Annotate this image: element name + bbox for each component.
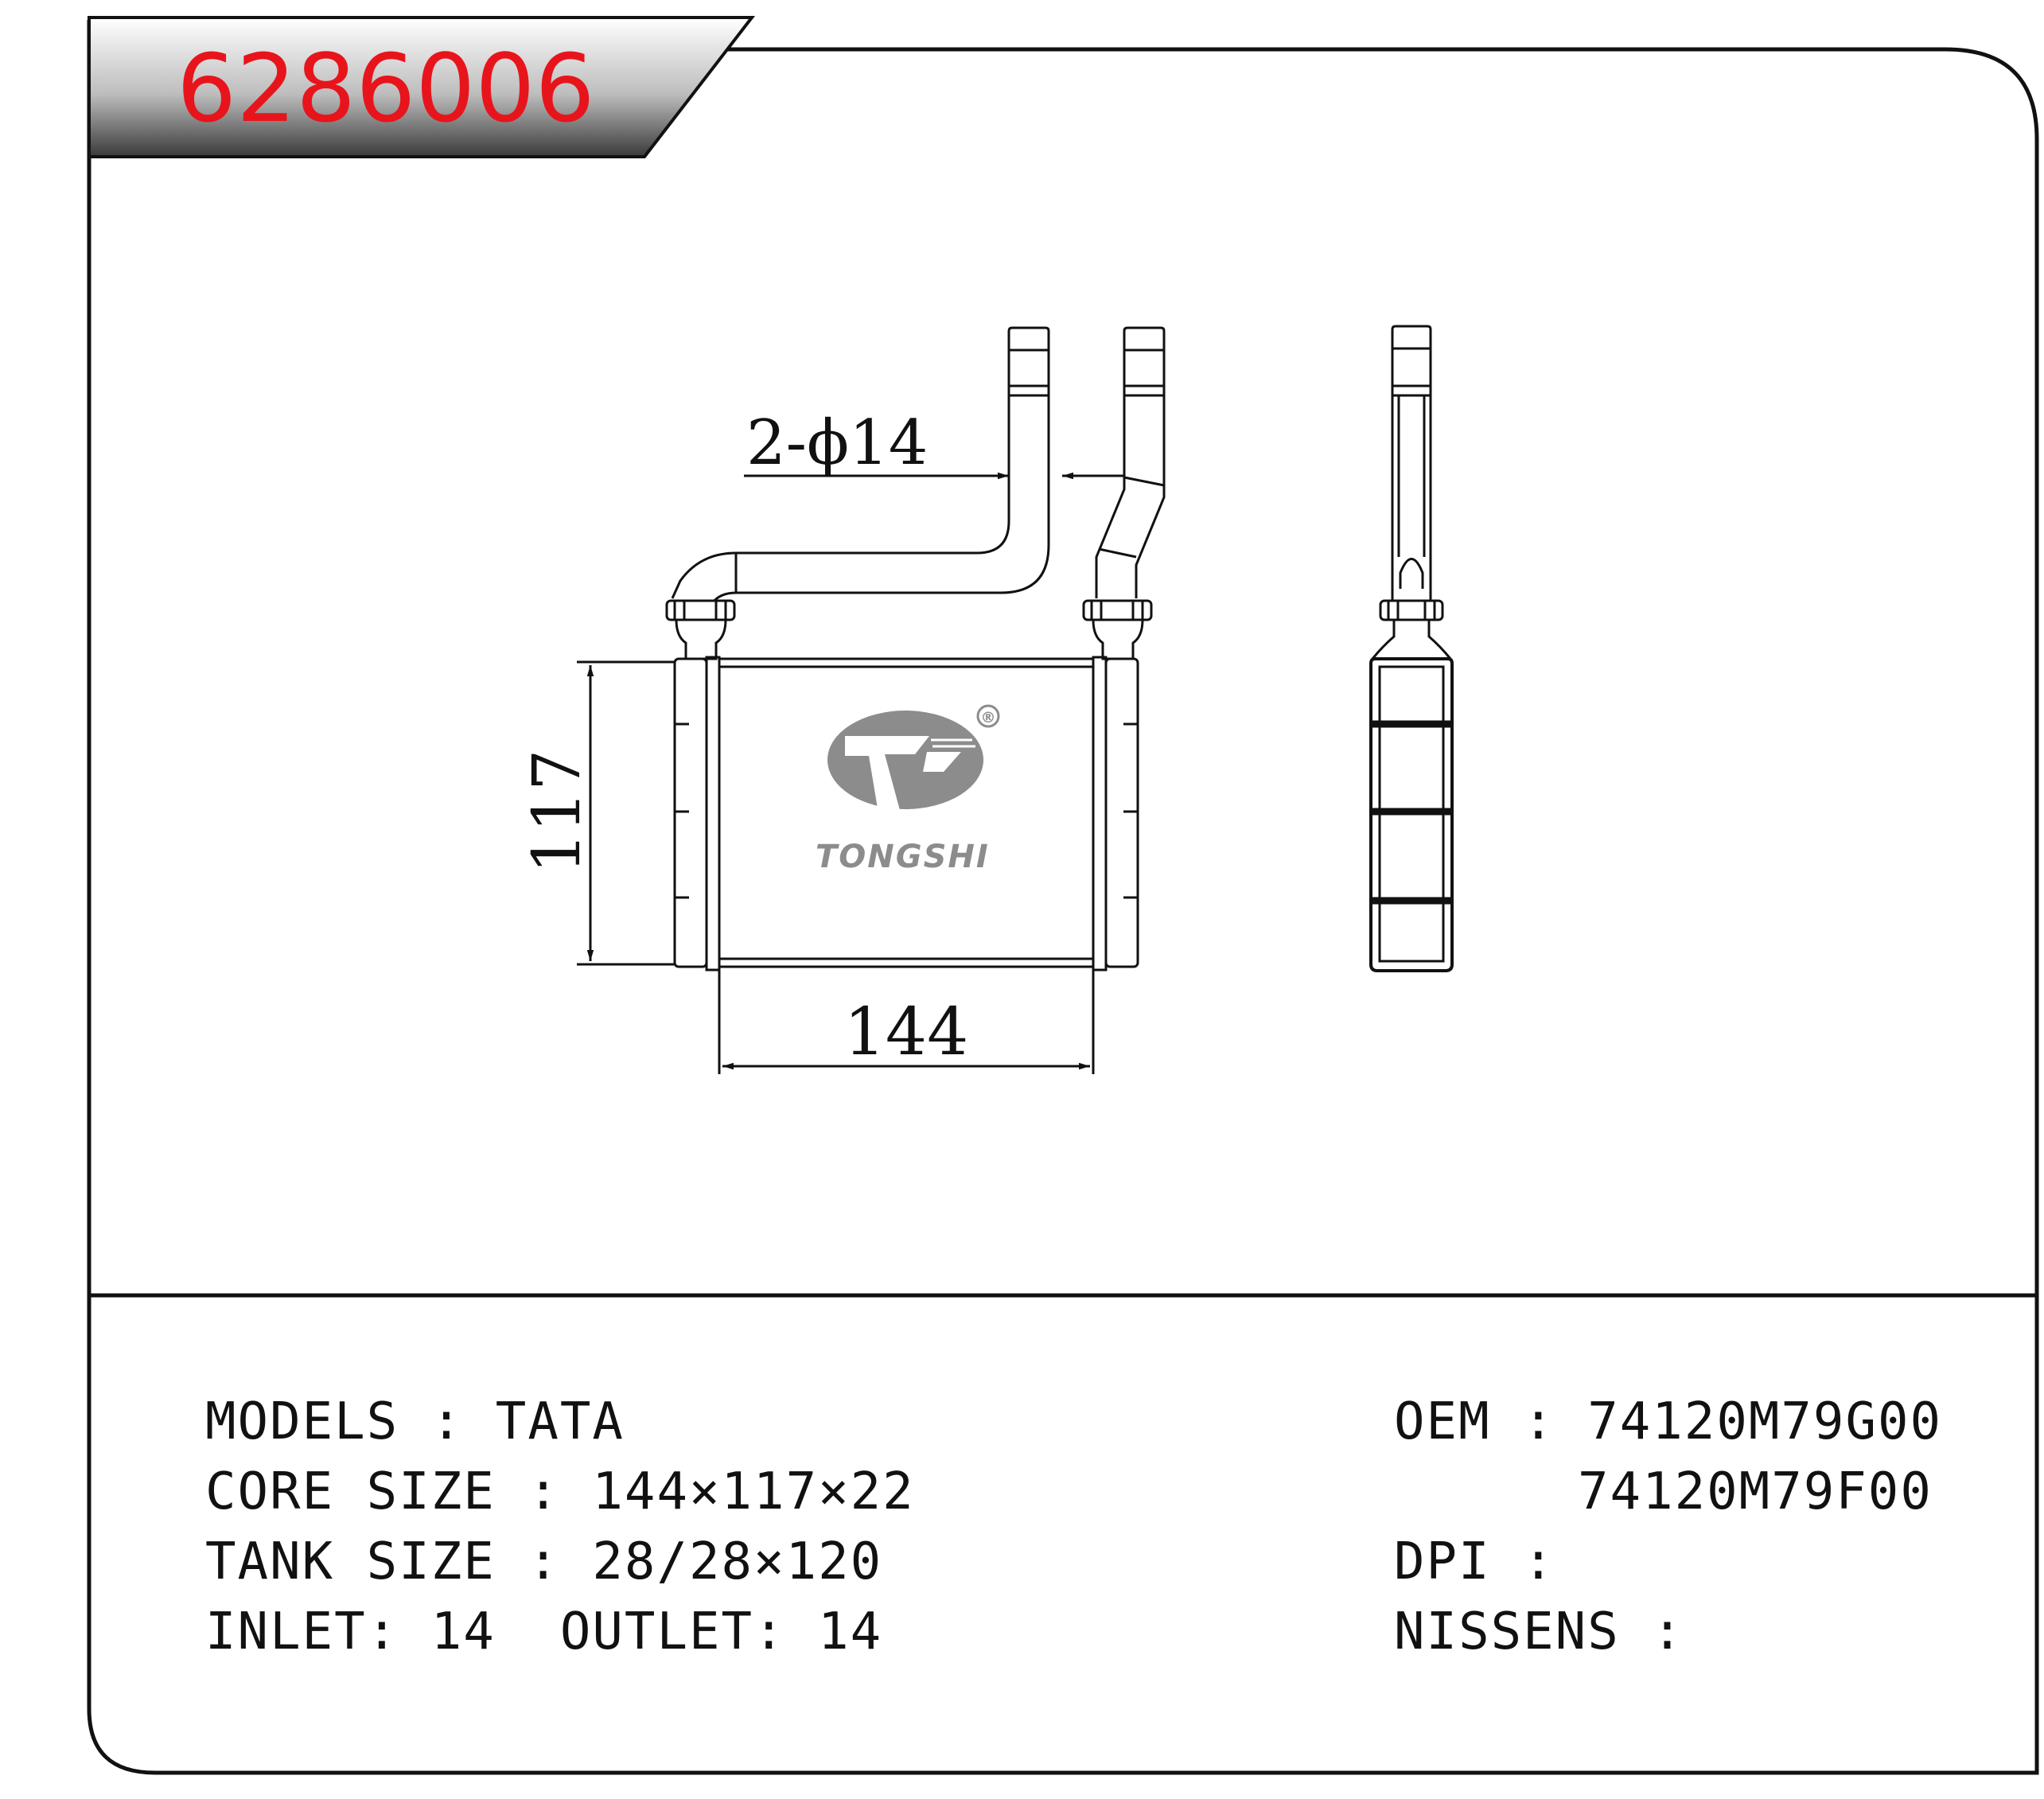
- outlet-fitting: [1082, 599, 1153, 660]
- spec-inlet-outlet: INLET: 14 OUTLET: 14: [205, 1602, 883, 1661]
- tongshi-logo-icon: ®: [827, 704, 1000, 813]
- brand-name: TONGSHI: [816, 839, 990, 875]
- spec-dpi: DPI :: [1394, 1532, 1555, 1591]
- pipe-dimension: 2-ϕ14: [744, 407, 1124, 480]
- spec-tank-size: TANK SIZE : 28/28×120: [205, 1532, 883, 1591]
- part-number: 6286006: [177, 33, 595, 143]
- width-dimension: 144: [718, 967, 1095, 1074]
- spec-oem: OEM : 74120M79G00: [1394, 1392, 1943, 1451]
- registered-mark: ®: [981, 709, 996, 726]
- heater-core: [673, 656, 1139, 972]
- inlet-fitting: [665, 599, 736, 660]
- spec-nissens: NISSENS :: [1394, 1602, 1684, 1661]
- spec-core-size: CORE SIZE : 144×117×22: [205, 1462, 915, 1521]
- part-number-tab: [88, 16, 756, 158]
- width-label: 144: [844, 995, 969, 1070]
- height-dimension: 117: [520, 660, 675, 966]
- spec-oem-2: 74120M79F00: [1578, 1462, 1933, 1521]
- side-view: [1369, 325, 1454, 972]
- inlet-pipe: [671, 326, 1050, 604]
- frame-border: [87, 20, 2039, 1775]
- height-label: 117: [520, 750, 595, 874]
- pipe-diameter-label: 2-ϕ14: [746, 407, 928, 479]
- spec-models: MODELS : TATA: [205, 1392, 625, 1451]
- outlet-pipe: [1095, 326, 1166, 598]
